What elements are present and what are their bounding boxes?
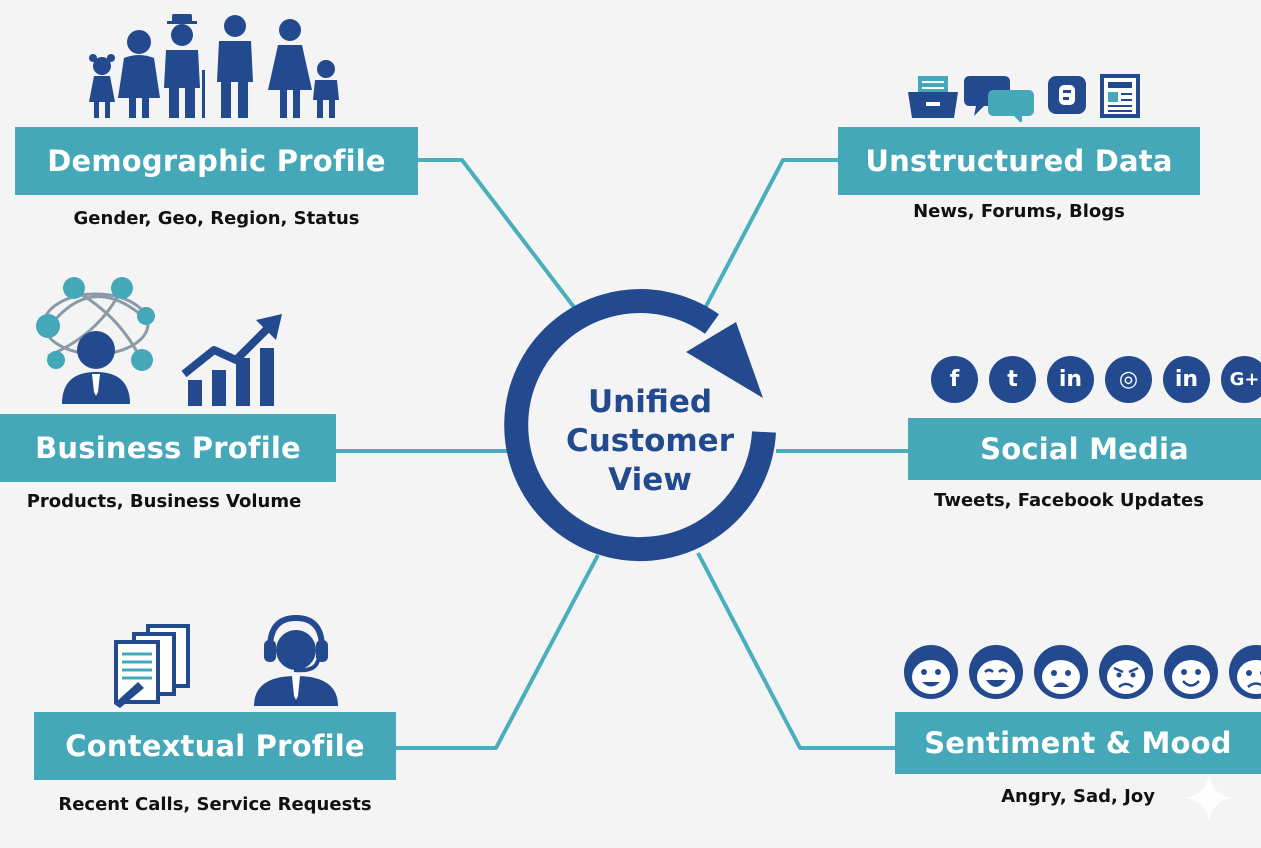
center-label: Unified Customer View xyxy=(560,383,740,500)
chat-bubbles-icon xyxy=(964,76,1034,122)
sentiment-mood-title: Sentiment & Mood xyxy=(924,726,1232,760)
connector-sentiment xyxy=(696,552,895,750)
facebook-icon: f xyxy=(931,356,978,403)
contextual-profile-subtitle: Recent Calls, Service Requests xyxy=(58,794,372,815)
unstructured-data-subtitle: News, Forums, Blogs xyxy=(913,201,1125,222)
unstructured-data-banner: Unstructured Data xyxy=(838,127,1200,195)
content-sources-icons xyxy=(906,70,1142,122)
center-line-2: Customer xyxy=(565,423,734,459)
linkedin-icon: in xyxy=(1047,356,1094,403)
business-profile-banner: Business Profile xyxy=(0,414,336,482)
connector-demographic xyxy=(418,158,582,317)
newspaper-icon xyxy=(1100,74,1140,118)
emotion-faces-row xyxy=(903,644,1261,700)
unstructured-data-title: Unstructured Data xyxy=(865,144,1173,178)
blogger-icon xyxy=(1048,76,1086,114)
contextual-profile-title: Contextual Profile xyxy=(65,729,365,763)
documents-icon xyxy=(108,622,192,708)
connector-contextual xyxy=(396,554,600,750)
demographic-profile-subtitle: Gender, Geo, Region, Status xyxy=(73,208,360,229)
center-line-3: View xyxy=(608,462,692,498)
twitter-icon: t xyxy=(989,356,1036,403)
sparkle-icon xyxy=(1185,774,1233,822)
center-line-1: Unified xyxy=(587,384,713,420)
cycle-arrowhead xyxy=(686,322,763,398)
folder-icon xyxy=(908,76,958,118)
social-media-title: Social Media xyxy=(980,432,1189,466)
sentiment-mood-subtitle: Angry, Sad, Joy xyxy=(1001,786,1155,807)
angry-face-icon xyxy=(1099,645,1153,699)
social-icons-row: f t in ◎ in G+ xyxy=(931,356,1261,403)
connector-unstructured xyxy=(701,158,838,313)
google-plus-icon: G+ xyxy=(1221,356,1261,403)
growth-chart-icon xyxy=(180,314,284,408)
business-profile-subtitle: Products, Business Volume xyxy=(26,491,302,512)
contextual-profile-banner: Contextual Profile xyxy=(34,712,396,780)
worried-face-icon xyxy=(1034,645,1088,699)
demographic-profile-title: Demographic Profile xyxy=(47,144,386,178)
laughing-face-icon xyxy=(969,645,1023,699)
linkedin-icon: in xyxy=(1163,356,1210,403)
social-media-subtitle: Tweets, Facebook Updates xyxy=(934,490,1204,511)
business-profile-title: Business Profile xyxy=(35,431,301,465)
demographic-profile-banner: Demographic Profile xyxy=(15,127,418,195)
happy-face-icon xyxy=(904,645,958,699)
sentiment-mood-banner: Sentiment & Mood xyxy=(895,712,1261,774)
social-media-banner: Social Media xyxy=(908,418,1261,480)
joyful-face-icon xyxy=(1164,645,1218,699)
instagram-icon: ◎ xyxy=(1105,356,1152,403)
family-icon xyxy=(82,14,346,122)
sad-face-icon xyxy=(1229,645,1261,699)
network-person-icon xyxy=(30,274,160,406)
headset-agent-icon xyxy=(252,614,340,706)
cycle-ring xyxy=(504,289,776,562)
